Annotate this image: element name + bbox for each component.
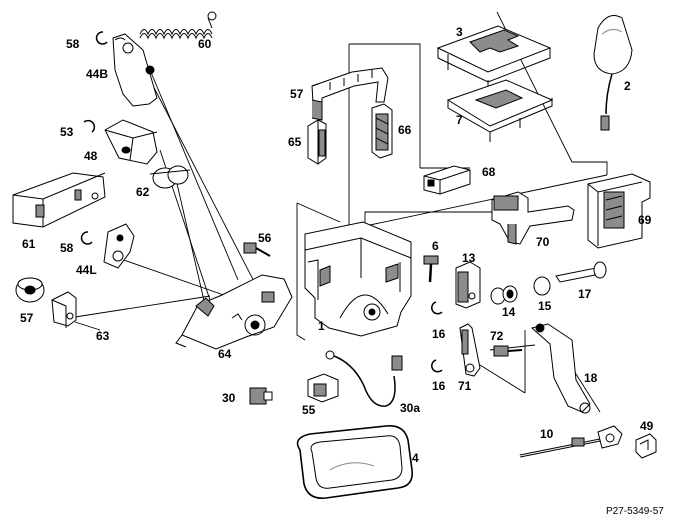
lever-assembly-part-64 — [175, 274, 293, 350]
label-part-16-lower: 16 — [432, 379, 446, 393]
label-part-69: 69 — [638, 213, 652, 227]
bracket-part-57-upper — [311, 67, 389, 121]
nut-part-15 — [533, 276, 551, 296]
label-part-44l: 44L — [76, 263, 97, 277]
bracket-part-44b — [112, 33, 158, 107]
clip-part-16-upper — [431, 301, 443, 315]
cable-part-30a — [325, 350, 403, 407]
label-part-30a: 30a — [400, 401, 421, 415]
clip-part-53 — [83, 119, 96, 133]
leader-lines — [74, 11, 608, 413]
figure-reference: P27-5349-57 — [606, 506, 664, 517]
bolt-part-72 — [493, 345, 523, 357]
bushing-part-14 — [490, 285, 518, 305]
roller-part-62 — [149, 165, 191, 189]
label-part-65: 65 — [288, 135, 302, 149]
label-part-17: 17 — [578, 287, 592, 301]
label-part-10: 10 — [540, 427, 554, 441]
bracket-part-44l — [103, 223, 135, 269]
housing-part-1 — [304, 221, 412, 337]
label-part-49: 49 — [640, 419, 654, 433]
block-part-48 — [104, 119, 158, 165]
indicator-part-69 — [587, 173, 651, 249]
label-part-58-lower: 58 — [60, 241, 74, 255]
switch-part-70 — [491, 191, 575, 245]
slider-part-66 — [371, 103, 393, 159]
connector-part-55 — [307, 373, 339, 403]
circlip-part-58-top — [95, 31, 108, 45]
label-part-58: 58 — [66, 37, 80, 51]
bracket-part-13 — [455, 261, 481, 309]
label-part-64: 64 — [218, 347, 232, 361]
label-part-62: 62 — [136, 185, 150, 199]
switch-part-68 — [423, 165, 471, 195]
label-part-61: 61 — [22, 237, 36, 251]
bushing-part-57 — [15, 277, 45, 303]
label-part-44b: 44B — [86, 67, 109, 81]
gate-plate-part-7 — [446, 79, 554, 142]
label-part-48: 48 — [84, 149, 98, 163]
label-part-72: 72 — [490, 329, 504, 343]
label-part-13: 13 — [462, 251, 476, 265]
clip-part-49 — [635, 433, 657, 459]
gate-plate-part-3 — [436, 25, 552, 94]
label-part-3: 3 — [456, 25, 463, 39]
label-part-2: 2 — [624, 79, 631, 93]
label-part-57: 57 — [20, 311, 34, 325]
spring-part-60 — [139, 11, 217, 40]
label-part-16-upper: 16 — [432, 327, 446, 341]
sensor-part-30 — [249, 387, 273, 405]
label-part-70: 70 — [536, 235, 550, 249]
label-part-60: 60 — [198, 37, 212, 51]
label-part-6: 6 — [432, 239, 439, 253]
label-part-56: 56 — [258, 231, 272, 245]
cover-part-61 — [12, 172, 106, 228]
label-part-66: 66 — [398, 123, 412, 137]
label-part-18: 18 — [584, 371, 598, 385]
label-part-53: 53 — [60, 125, 74, 139]
shift-knob-part-2 — [593, 15, 633, 131]
label-part-7: 7 — [456, 113, 463, 127]
pin-part-17 — [555, 261, 607, 283]
screw-part-56 — [243, 242, 271, 257]
label-part-1: 1 — [318, 319, 325, 333]
label-part-55: 55 — [302, 403, 316, 417]
label-part-15: 15 — [538, 299, 552, 313]
label-part-4: 4 — [412, 451, 419, 465]
label-part-71: 71 — [458, 379, 472, 393]
bracket-part-65 — [307, 119, 327, 165]
link-part-71 — [459, 323, 481, 377]
label-part-57-upper: 57 — [290, 87, 304, 101]
label-part-30: 30 — [222, 391, 236, 405]
label-part-68: 68 — [482, 165, 496, 179]
rod-part-10 — [519, 425, 623, 458]
circlip-part-58-bottom — [80, 231, 93, 245]
gasket-part-4 — [296, 424, 414, 500]
lever-part-18 — [530, 323, 591, 414]
bolt-part-6 — [423, 255, 439, 283]
label-part-14: 14 — [502, 305, 516, 319]
label-part-63: 63 — [96, 329, 110, 343]
clip-part-16-lower — [431, 359, 443, 373]
bracket-part-63 — [51, 291, 77, 328]
